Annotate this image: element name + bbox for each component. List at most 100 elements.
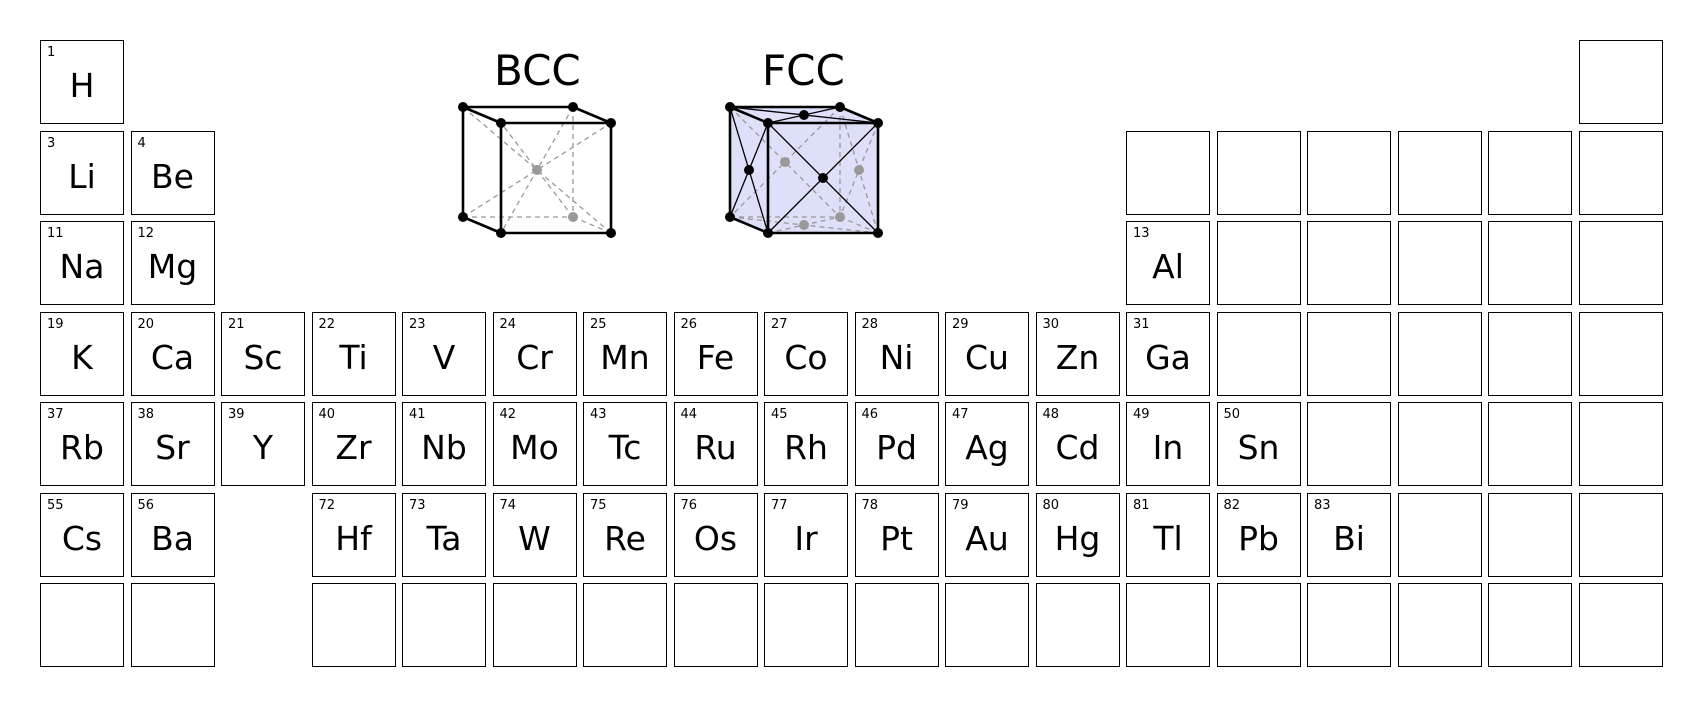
element-symbol: Re [604, 518, 646, 558]
element-symbol: Sc [243, 337, 283, 377]
atomic-number: 28 [861, 316, 879, 332]
atomic-number: 13 [1133, 226, 1150, 241]
element-cell-empty-3-18 [1578, 221, 1663, 305]
atomic-number: 81 [1133, 497, 1150, 513]
element-cell-empty-7-1 [40, 583, 124, 667]
corner-atom [725, 212, 735, 222]
element-symbol: Hg [1054, 518, 1101, 558]
hidden-corner-atom [568, 212, 578, 222]
atomic-number: 29 [952, 316, 969, 332]
element-symbol: H [69, 66, 95, 105]
atomic-number: 49 [1133, 407, 1150, 422]
atomic-number: 40 [318, 407, 336, 422]
hidden-face-center-atom [799, 220, 809, 230]
face-diagonal [729, 106, 841, 218]
element-symbol: Ga [1145, 337, 1191, 377]
element-symbol: Hf [335, 518, 372, 558]
corner-atom [873, 118, 883, 128]
atomic-number: 23 [409, 316, 426, 332]
atomic-number: 12 [137, 226, 155, 241]
hidden-corner-atom [835, 212, 845, 222]
atomic-number: 82 [1223, 497, 1241, 513]
element-cell-empty-6-17 [1488, 492, 1572, 577]
atomic-number: 79 [952, 497, 969, 513]
element-symbol: Pd [876, 428, 917, 467]
element-cell-empty-2-16 [1397, 130, 1482, 215]
element-symbol: In [1152, 428, 1184, 467]
atomic-number: 43 [590, 407, 607, 422]
element-cell-empty-7-18 [1578, 583, 1663, 667]
corner-atom [458, 102, 468, 112]
body-center-atom [532, 165, 542, 175]
element-symbol: Ru [694, 428, 737, 467]
cube-edge [462, 105, 502, 125]
bcc-unit-cell [458, 102, 616, 238]
element-cell-empty-7-8 [673, 583, 758, 667]
element-cell-empty-7-2 [130, 583, 215, 667]
element-cell-empty-4-18 [1578, 311, 1663, 396]
element-cell-empty-7-16 [1397, 583, 1482, 667]
element-cell-empty-4-15 [1307, 311, 1391, 396]
element-symbol: Mo [510, 428, 559, 467]
element-cell-empty-7-14 [1216, 583, 1301, 667]
atomic-number: 80 [1042, 497, 1060, 513]
element-cell-empty-2-18 [1578, 130, 1663, 215]
element-cell-empty-5-17 [1488, 402, 1572, 486]
element-symbol: Rb [60, 428, 104, 467]
atomic-number: 31 [1133, 316, 1150, 332]
element-cell-empty-3-14 [1216, 221, 1301, 305]
element-symbol: Mn [600, 337, 650, 377]
atomic-number: 20 [137, 316, 155, 332]
corner-atom [606, 228, 616, 238]
element-symbol: W [518, 518, 551, 558]
atomic-number: 75 [590, 497, 607, 513]
cube-edge [729, 105, 769, 125]
element-cell-empty-2-14 [1216, 130, 1301, 215]
cube-edge [572, 105, 612, 125]
atomic-number: 19 [47, 316, 64, 332]
atomic-number: 45 [771, 407, 788, 422]
atomic-number: 22 [318, 316, 336, 332]
element-symbol: Ta [426, 518, 462, 558]
element-cell-empty-7-17 [1488, 583, 1572, 667]
hidden-face-center-atom [854, 165, 864, 175]
element-cell-empty-5-16 [1397, 402, 1482, 486]
atomic-number: 41 [409, 407, 426, 422]
atomic-number: 76 [680, 497, 698, 513]
hidden-edge [839, 216, 879, 234]
element-cell-empty-3-15 [1307, 221, 1391, 305]
atomic-number: 74 [499, 497, 517, 513]
element-cell-empty-4-17 [1488, 311, 1572, 396]
element-symbol: Au [965, 518, 1009, 558]
element-symbol: Ba [151, 518, 194, 558]
element-cell-empty-7-10 [854, 583, 939, 667]
atomic-number: 50 [1223, 407, 1241, 422]
element-cell-empty-4-14 [1216, 311, 1301, 396]
corner-atom [458, 212, 468, 222]
element-symbol: Ni [879, 337, 914, 377]
element-symbol: Bi [1333, 518, 1365, 558]
corner-atom [496, 228, 506, 238]
atomic-number: 1 [47, 45, 56, 60]
element-cell-empty-7-13 [1126, 583, 1210, 667]
